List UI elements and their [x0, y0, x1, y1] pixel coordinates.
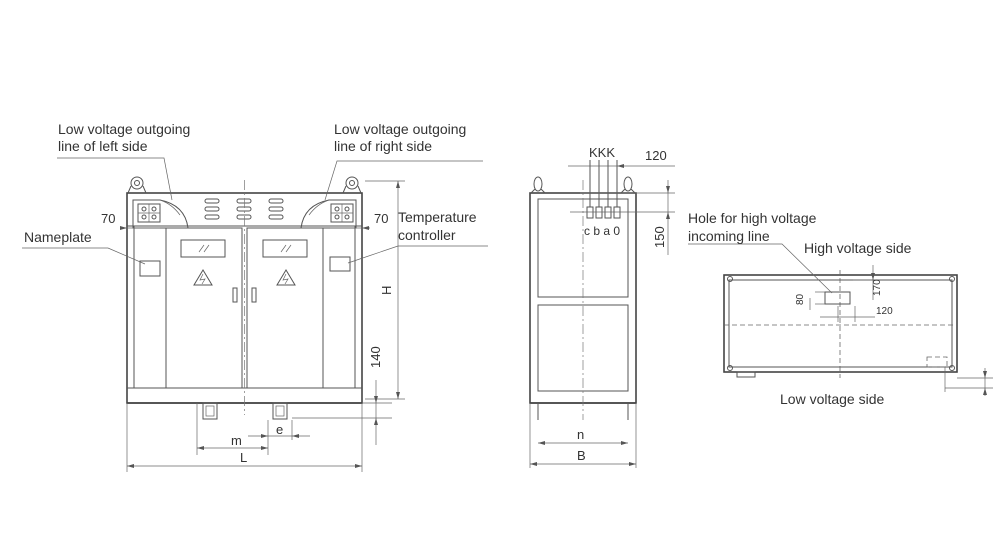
dim-e: e — [276, 422, 283, 437]
dim-H: H — [379, 286, 394, 295]
lv-left-terminals — [137, 203, 161, 223]
label-hv-hole-1: Hole for high voltage — [688, 210, 817, 226]
dim-70-right: 70 — [374, 211, 388, 226]
label-lv-right-1: Low voltage outgoing — [334, 121, 466, 137]
terminal-labels: c b a 0 — [584, 224, 620, 238]
side-lifting-eye-left — [530, 176, 546, 194]
corner-marks — [727, 276, 955, 371]
temperature-controller-box — [329, 256, 351, 272]
top-cabinet-outline — [723, 274, 958, 373]
label-lv-right-2: line of right side — [334, 138, 432, 154]
leader-hv-hole — [688, 243, 833, 294]
dim-70-left: 70 — [101, 211, 115, 226]
left-door-window — [180, 239, 226, 258]
hv-hole — [824, 291, 851, 305]
left-door-handle — [232, 287, 238, 303]
dim-m: m — [231, 433, 242, 448]
hv-warning-icon-right — [276, 269, 296, 286]
leader-lv-left — [57, 157, 173, 201]
lifting-eye-left — [127, 176, 147, 194]
dim-side-150: 150 — [652, 226, 667, 248]
label-kkk: KKK — [589, 145, 615, 160]
label-hv-hole-2: incoming line — [688, 228, 770, 244]
wheel-left — [202, 402, 218, 420]
leader-nameplate — [22, 247, 146, 265]
dim-L: L — [240, 450, 247, 465]
right-door-handle — [251, 287, 257, 303]
leader-temperature — [347, 245, 488, 264]
dim-top-120: 120 — [876, 306, 893, 317]
wheel-right — [272, 402, 288, 420]
label-nameplate: Nameplate — [24, 229, 92, 245]
top-view: 80 170 120 Hole for high voltage incomin… — [688, 210, 993, 407]
side-lifting-eye-right — [620, 176, 636, 194]
dim-top-80: 80 — [795, 293, 806, 305]
vent-slots — [204, 198, 284, 220]
lifting-eye-right — [342, 176, 362, 194]
leader-lv-right — [324, 160, 483, 201]
dim-n: n — [577, 427, 584, 442]
front-view: Low voltage outgoing line of left side L… — [22, 121, 488, 472]
hv-warning-icon — [193, 269, 213, 286]
dim-B: B — [577, 448, 586, 463]
lv-right-terminals — [330, 203, 354, 223]
dim-140: 140 — [368, 346, 383, 368]
hv-terminals — [586, 160, 621, 219]
label-hv-side: High voltage side — [804, 240, 912, 256]
dim-side-120: 120 — [645, 148, 667, 163]
label-temperature-2: controller — [398, 227, 456, 243]
label-lv-side: Low voltage side — [780, 391, 885, 407]
label-lv-left-2: line of left side — [58, 138, 148, 154]
right-door — [246, 227, 324, 389]
label-temperature-1: Temperature — [398, 209, 477, 225]
dim-top-170: 170 — [872, 279, 883, 296]
right-door-window — [262, 239, 308, 258]
nameplate-box — [139, 260, 161, 277]
side-view: KKK c b a 0 120 150 n B — [529, 145, 675, 468]
label-lv-left-1: Low voltage outgoing — [58, 121, 190, 137]
